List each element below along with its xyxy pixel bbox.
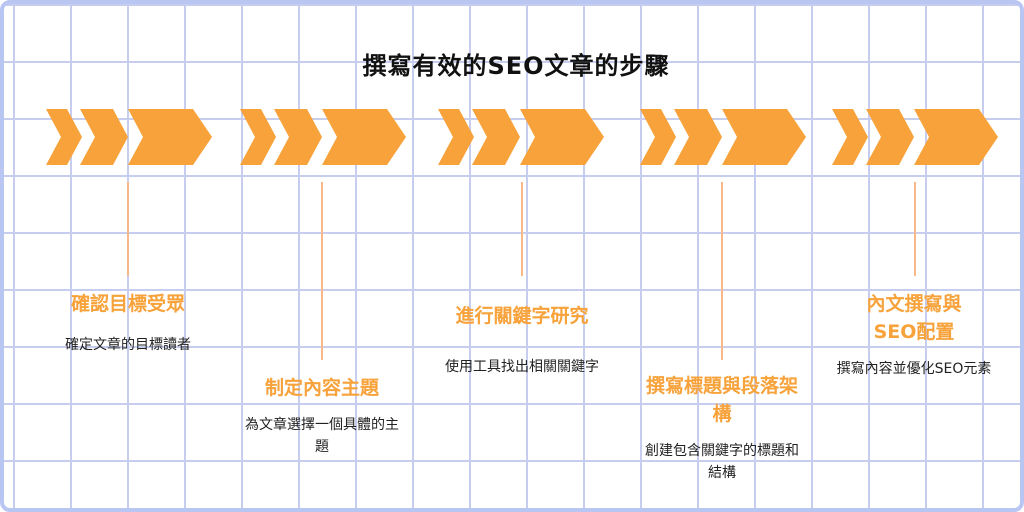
step-5-title: 內文撰寫與SEO配置 (866, 293, 962, 343)
step-5-connector (914, 182, 916, 276)
step-3-chevron-small-2 (472, 109, 520, 165)
step-3-title: 進行關鍵字研究 (455, 305, 589, 327)
step-1-chevron-small-1 (46, 109, 82, 165)
step-3-chevron-large (520, 109, 604, 165)
step-3-connector (521, 182, 523, 276)
step-2-chevron-small-2 (274, 109, 322, 165)
step-4-connector (721, 182, 723, 360)
step-5-chevron-large (914, 109, 998, 165)
step-1-connector (127, 182, 129, 276)
step-2-chevron-small-1 (240, 109, 276, 165)
step-1-chevron-small-2 (80, 109, 128, 165)
step-4-title: 撰寫標題與段落架構 (645, 375, 798, 425)
step-5-chevron-small-2 (866, 109, 914, 165)
step-4-chevron-small-1 (640, 109, 676, 165)
step-2-description: 為文章選擇一個具體的主題 (245, 417, 399, 455)
step-4-chevron-small-2 (674, 109, 722, 165)
step-1-chevron-large (128, 109, 212, 165)
step-2-connector (321, 182, 323, 360)
step-5-chevron-small-1 (832, 109, 868, 165)
step-1-title: 確認目標受眾 (70, 293, 185, 315)
step-1-description: 確定文章的目標讀者 (65, 337, 191, 353)
diagram-title: 撰寫有效的SEO文章的步驟 (362, 52, 670, 80)
step-2-chevron-large (322, 109, 406, 165)
chevron-arrows (46, 109, 998, 165)
step-2-title: 制定內容主題 (264, 377, 379, 399)
step-3-chevron-small-1 (438, 109, 474, 165)
step-4-description: 創建包含關鍵字的標題和結構 (645, 443, 799, 481)
step-4-chevron-large (722, 109, 806, 165)
step-3-description: 使用工具找出相關關鍵字 (445, 359, 599, 375)
step-5-description: 撰寫內容並優化SEO元素 (836, 361, 992, 377)
